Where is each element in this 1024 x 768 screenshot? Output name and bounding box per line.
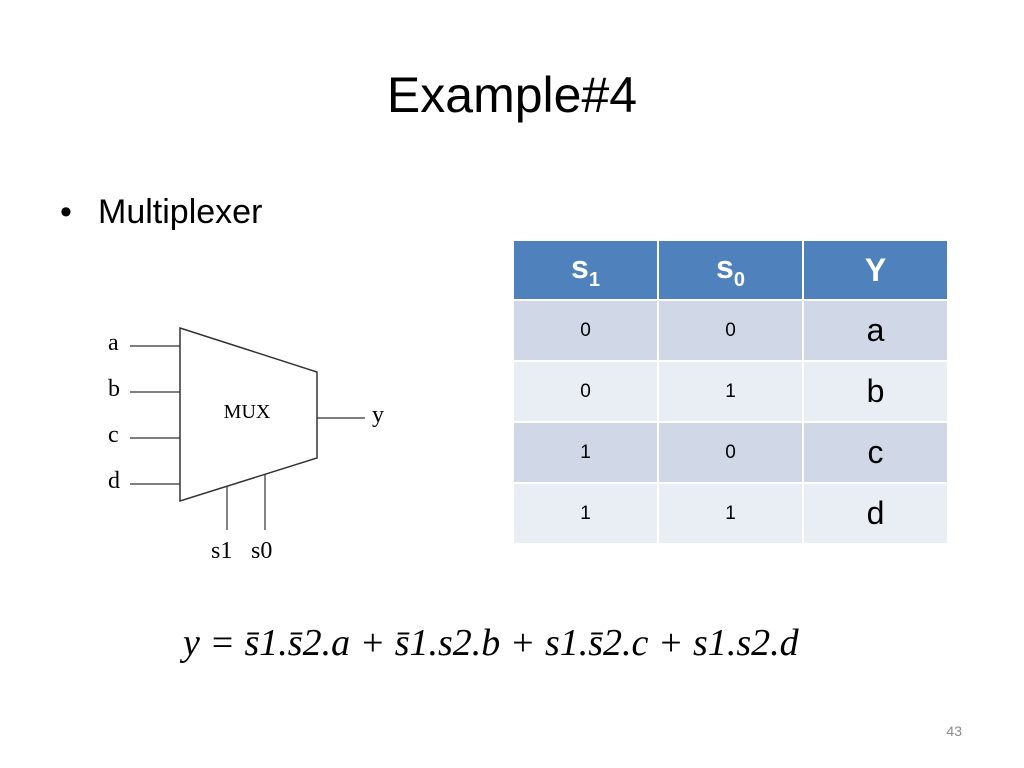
mux-label: MUX: [224, 401, 271, 423]
table-row: 0 0 a: [514, 301, 947, 360]
page-number: 43: [946, 723, 962, 739]
input-label-d: d: [108, 468, 120, 494]
table-cell: d: [804, 484, 947, 543]
input-label-a: a: [108, 330, 119, 356]
table-cell: 0: [514, 362, 657, 421]
input-label-c: c: [108, 422, 119, 448]
output-label-y: y: [372, 402, 384, 428]
table-cell: c: [804, 423, 947, 482]
truth-table: s1 s0 Y 0 0 a 0 1 b 1 0 c 1 1: [512, 239, 949, 545]
bullet-item: • Multiplexer: [60, 190, 262, 234]
table-cell: 1: [514, 423, 657, 482]
bullet-dot-icon: •: [60, 193, 72, 231]
mux-diagram: MUX a b c d y s1 s0: [108, 326, 384, 564]
input-label-b: b: [108, 376, 120, 402]
boolean-equation: y = s̄1.s̄2.a + s̄1.s2.b + s1.s̄2.c + s1…: [183, 622, 799, 664]
table-cell: 0: [659, 301, 802, 360]
table-header-row: s1 s0 Y: [514, 241, 947, 299]
table-row: 1 1 d: [514, 484, 947, 543]
table-cell: a: [804, 301, 947, 360]
select-label-s0: s0: [251, 538, 272, 564]
table-cell: 1: [659, 362, 802, 421]
header-s1: s1: [514, 241, 657, 299]
header-s0: s0: [659, 241, 802, 299]
header-y: Y: [804, 241, 947, 299]
table-cell: 0: [659, 423, 802, 482]
bullet-text: Multiplexer: [98, 193, 263, 231]
table-cell: 1: [514, 484, 657, 543]
table-row: 0 1 b: [514, 362, 947, 421]
select-label-s1: s1: [211, 538, 232, 564]
mux-block: [179, 326, 318, 503]
table-cell: 1: [659, 484, 802, 543]
table-row: 1 0 c: [514, 423, 947, 482]
table-cell: b: [804, 362, 947, 421]
slide-title: Example#4: [386, 67, 638, 123]
table-cell: 0: [514, 301, 657, 360]
